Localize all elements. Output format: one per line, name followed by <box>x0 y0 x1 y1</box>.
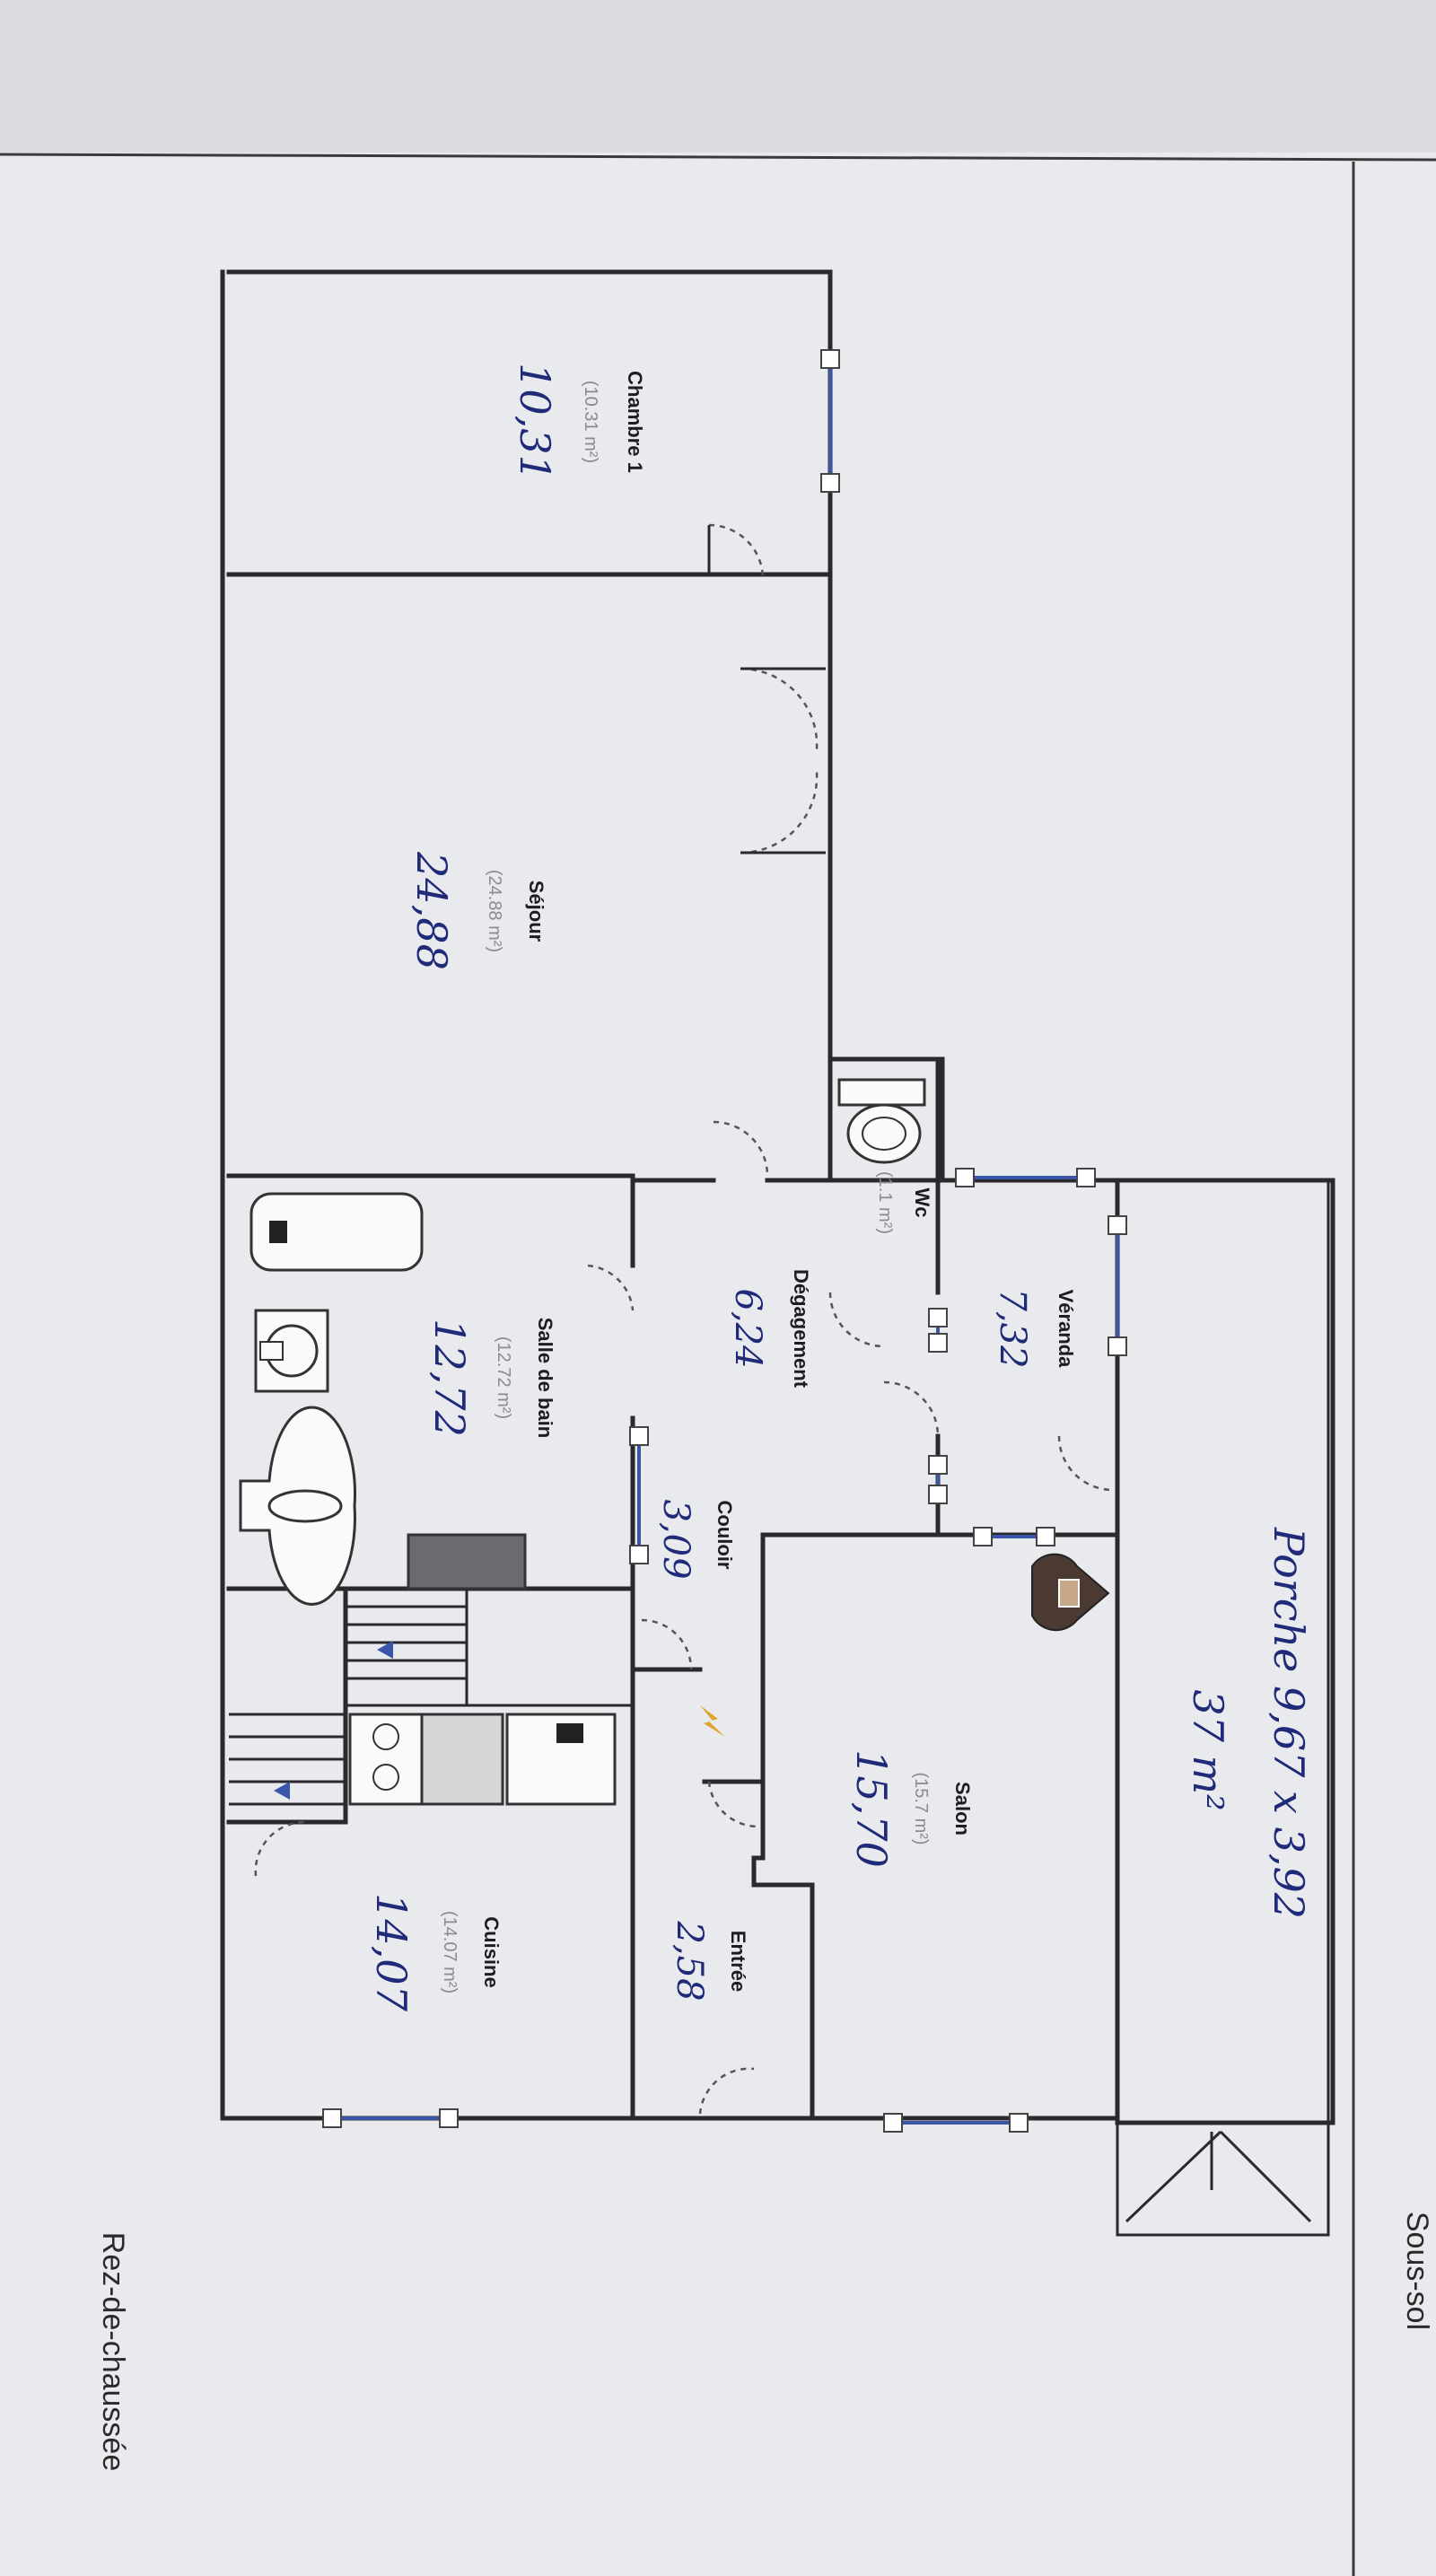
door-couloir <box>641 1618 693 1670</box>
handwritten-entree: 2,58 <box>669 1920 710 2001</box>
stair-arrow-icon-2 <box>274 1782 290 1800</box>
handwritten-veranda: 7,32 <box>992 1288 1033 1368</box>
windows <box>322 349 1127 2133</box>
fixtures <box>229 1078 1330 2237</box>
door-salon <box>707 1781 759 1828</box>
page-top-border <box>0 153 1436 162</box>
room-name-wc: Wc <box>911 1188 933 1218</box>
room-name-cuisine: Cuisine <box>480 1916 503 1987</box>
handwritten-degagement: 6,24 <box>727 1288 768 1368</box>
door-sdb <box>587 1264 635 1311</box>
porche-note-line1: Porche 9,67 x 3,92 <box>1265 1527 1313 1919</box>
handwritten-salle-de-bain: 12,72 <box>425 1319 474 1437</box>
stairs <box>229 1589 468 1806</box>
room-name-salle-de-bain: Salle de bain <box>534 1318 556 1439</box>
door-sejour-lower <box>740 771 819 854</box>
room-area-cuisine: (14.07 m²) <box>440 1911 460 1993</box>
room-labels: Chambre 1 (10.31 m²) Séjour (24.88 m²) W… <box>440 371 1077 1993</box>
handwritten-sejour: 24,88 <box>407 851 456 970</box>
room-name-couloir: Couloir <box>714 1501 736 1570</box>
worktop-icon <box>420 1713 504 1806</box>
doors <box>254 523 1114 2115</box>
room-area-salle-de-bain: (12.72 m²) <box>494 1336 513 1419</box>
corner-label-group: Sous-sol <box>1400 2212 1434 2330</box>
page-top-margin <box>0 0 1436 153</box>
room-name-salon: Salon <box>951 1782 974 1836</box>
room-name-degagement: Dégagement <box>790 1269 812 1389</box>
porche-note: Porche 9,67 x 3,92 37 m² <box>1184 1527 1313 1919</box>
room-area-salon: (15.7 m²) <box>911 1772 931 1844</box>
stair-arrow-icon <box>377 1641 393 1659</box>
room-area-chambre1: (10.31 m²) <box>581 381 600 463</box>
room-name-sejour: Séjour <box>525 881 547 942</box>
door-entree <box>698 2067 755 2115</box>
room-name-chambre1: Chambre 1 <box>624 371 646 473</box>
room-name-veranda: Véranda <box>1055 1290 1077 1369</box>
wc-tank-icon <box>837 1078 926 1107</box>
bathtub-icon <box>250 1192 424 1272</box>
room-area-sejour: (24.88 m²) <box>485 870 504 952</box>
cabinet-icon <box>407 1533 527 1590</box>
room-name-entree: Entrée <box>727 1931 749 1992</box>
handwritten-salon: 15,70 <box>847 1749 896 1868</box>
level-label-group: Rez-de-chaussée <box>96 2232 130 2471</box>
handwritten-couloir: 3,09 <box>655 1499 696 1579</box>
bath-tap-icon <box>269 1221 287 1243</box>
handwritten-areas: 10,31 24,88 7,32 6,24 12,72 3,09 15,70 1… <box>367 363 1033 2011</box>
porch-step-outline <box>1116 2123 1330 2237</box>
door-sejour-upper <box>740 667 819 750</box>
porche-note-line2: 37 m² <box>1184 1689 1232 1810</box>
room-area-wc: (1.1 m²) <box>875 1171 895 1234</box>
corner-label: Sous-sol <box>1400 2212 1434 2330</box>
handwritten-cuisine: 14,07 <box>367 1893 416 2011</box>
handwritten-chambre1: 10,31 <box>511 363 559 481</box>
level-label: Rez-de-chaussée <box>96 2232 130 2471</box>
